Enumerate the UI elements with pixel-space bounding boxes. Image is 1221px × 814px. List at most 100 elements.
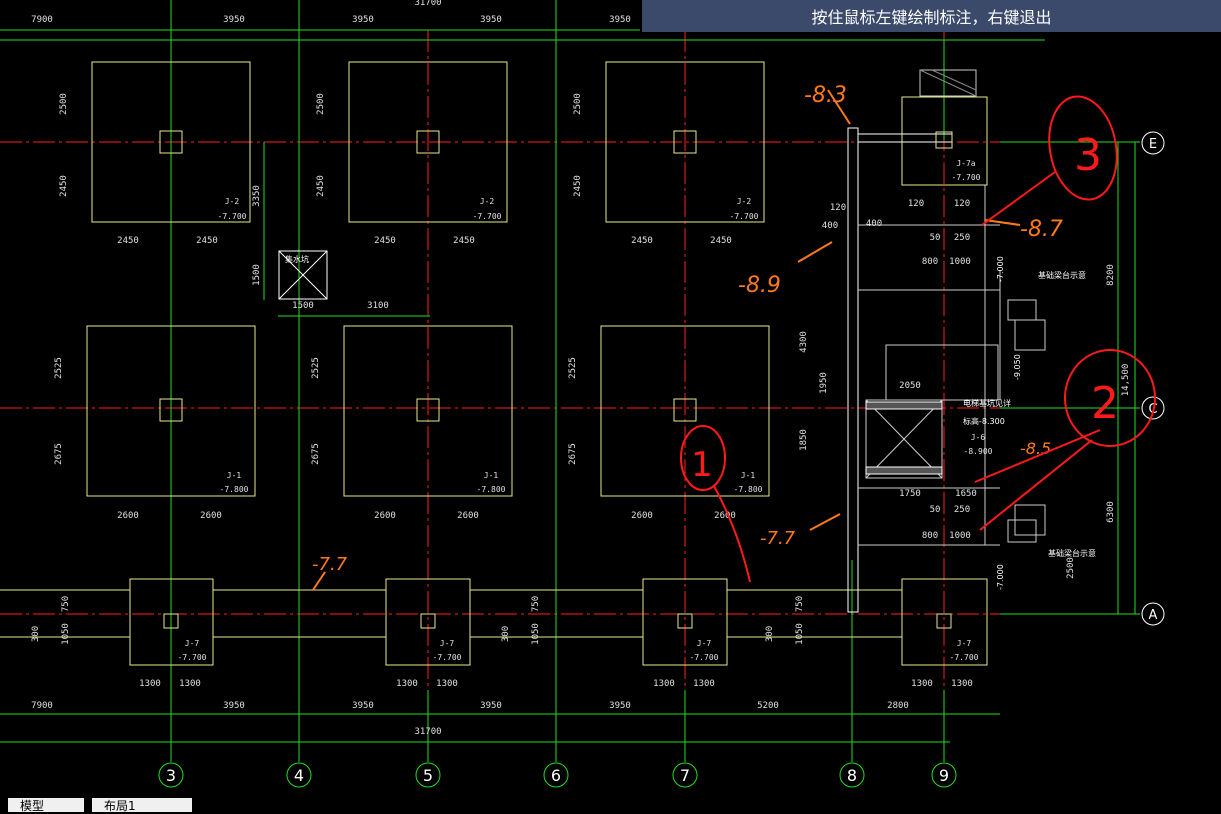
svg-text:2450: 2450 <box>59 175 69 197</box>
footings-top-row <box>91 61 765 223</box>
svg-text:2525: 2525 <box>568 357 578 379</box>
svg-text:1300: 1300 <box>693 679 715 689</box>
svg-text:7900: 7900 <box>31 701 53 711</box>
svg-text:8200: 8200 <box>1106 264 1116 286</box>
axis-label-8: 8 <box>847 766 857 785</box>
svg-text:2600: 2600 <box>374 511 396 521</box>
markup-orange <box>312 89 1021 591</box>
svg-text:2600: 2600 <box>117 511 139 521</box>
svg-text:50: 50 <box>930 505 941 515</box>
axis-label-4: 4 <box>294 766 304 785</box>
svg-text:2675: 2675 <box>568 443 578 465</box>
svg-text:1300: 1300 <box>139 679 161 689</box>
svg-text:1750: 1750 <box>899 489 921 499</box>
svg-text:2500: 2500 <box>316 93 326 115</box>
markup-elev-8-9: -8.9 <box>738 273 781 298</box>
svg-text:3950: 3950 <box>223 701 245 711</box>
markup-orange-text: -8.3 -8.7 -8.9 -7.7 -7.7 -8.5 <box>312 83 1063 575</box>
footing-j2-col7[interactable] <box>605 61 765 223</box>
axis-label-7: 7 <box>680 766 690 785</box>
svg-text:50: 50 <box>930 233 941 243</box>
svg-text:31700: 31700 <box>414 727 441 737</box>
svg-text:J-2: J-2 <box>225 197 240 206</box>
svg-text:J-7: J-7 <box>185 639 200 648</box>
svg-text:1500: 1500 <box>252 264 262 286</box>
svg-text:800: 800 <box>922 257 938 267</box>
svg-text:标高-8.300: 标高-8.300 <box>963 416 1005 426</box>
sump-pit[interactable] <box>278 250 328 300</box>
axis-bubbles-right <box>1141 131 1165 626</box>
svg-text:J-2: J-2 <box>737 197 752 206</box>
svg-text:3950: 3950 <box>609 15 631 25</box>
svg-text:J-1: J-1 <box>484 471 499 480</box>
markup-number-3: 3 <box>1074 130 1102 181</box>
svg-text:1300: 1300 <box>436 679 458 689</box>
markup-elev-7-7-left: -7.7 <box>312 554 348 575</box>
svg-text:J-1: J-1 <box>227 471 242 480</box>
svg-text:-7.000: -7.000 <box>996 256 1005 282</box>
svg-text:1300: 1300 <box>951 679 973 689</box>
svg-text:2600: 2600 <box>714 511 736 521</box>
footing-j2-col3[interactable] <box>91 61 251 223</box>
svg-text:400: 400 <box>866 219 882 229</box>
tab-model[interactable]: 模型 <box>8 798 84 813</box>
svg-text:1850: 1850 <box>799 429 809 451</box>
svg-text:-7.700: -7.700 <box>178 653 207 662</box>
footing-j2-col5[interactable] <box>348 61 508 223</box>
svg-text:2500: 2500 <box>1066 557 1076 579</box>
svg-text:1300: 1300 <box>653 679 675 689</box>
svg-text:2675: 2675 <box>54 443 64 465</box>
svg-text:250: 250 <box>954 505 970 515</box>
markup-elev-8-5: -8.5 <box>1020 439 1051 458</box>
svg-text:基础梁台示意: 基础梁台示意 <box>1048 548 1096 558</box>
command-prompt-banner: 按住鼠标左键绘制标注，右键退出 <box>642 0 1221 32</box>
markup-number-1: 1 <box>691 445 713 485</box>
svg-text:5200: 5200 <box>757 701 779 711</box>
svg-text:3350: 3350 <box>252 185 262 207</box>
stair-elevator-block <box>847 69 1001 613</box>
footing-j1-col3[interactable] <box>86 325 256 497</box>
dimension-texts-vertical: 2500 2450 2500 2450 2500 2450 2525 2675 … <box>31 93 1131 645</box>
svg-text:-7.700: -7.700 <box>690 653 719 662</box>
detail-pads <box>1007 299 1046 543</box>
svg-text:3950: 3950 <box>480 15 502 25</box>
tab-layout1[interactable]: 布局1 <box>92 798 192 813</box>
footing-j1-col5[interactable] <box>343 325 513 497</box>
svg-text:3950: 3950 <box>352 15 374 25</box>
axis-label-3: 3 <box>166 766 176 785</box>
svg-text:1500: 1500 <box>292 301 314 311</box>
svg-text:1950: 1950 <box>819 372 829 394</box>
svg-text:2450: 2450 <box>196 236 218 246</box>
svg-text:1650: 1650 <box>955 489 977 499</box>
svg-text:3100: 3100 <box>367 301 389 311</box>
footings-bottom-row <box>0 578 988 666</box>
svg-text:300: 300 <box>765 626 775 642</box>
svg-text:120: 120 <box>830 203 846 213</box>
markup-circle-1 <box>680 425 726 491</box>
svg-text:1300: 1300 <box>911 679 933 689</box>
svg-text:7900: 7900 <box>31 15 53 25</box>
svg-text:2450: 2450 <box>710 236 732 246</box>
footing-tags: J-2 -7.700 J-2 -7.700 J-2 -7.700 J-1 -7.… <box>178 159 993 662</box>
axis-label-5: 5 <box>423 766 433 785</box>
footing-j7-col7[interactable] <box>642 578 728 666</box>
footing-j7-col3[interactable] <box>129 578 214 666</box>
svg-text:2600: 2600 <box>200 511 222 521</box>
axis-lines-vertical <box>170 30 945 690</box>
svg-text:J-2: J-2 <box>480 197 495 206</box>
svg-text:J-7: J-7 <box>957 639 972 648</box>
footing-j1-col7[interactable] <box>600 325 770 497</box>
dimension-texts: 7900 3950 3950 3950 3950 31700 7900 3950… <box>31 0 977 737</box>
footing-j7-col9[interactable] <box>901 578 988 666</box>
svg-text:2600: 2600 <box>631 511 653 521</box>
svg-text:250: 250 <box>954 233 970 243</box>
footing-j7-col5[interactable] <box>385 578 471 666</box>
svg-text:-8.900: -8.900 <box>964 447 993 456</box>
svg-text:-7.700: -7.700 <box>730 212 759 221</box>
svg-text:750: 750 <box>61 596 71 612</box>
markup-elev-8-3: -8.3 <box>804 83 847 108</box>
layout-tab-bar: 模型 布局1 <box>0 798 1221 813</box>
grid-lines-green <box>0 0 1140 762</box>
footings-middle-row <box>86 325 770 497</box>
